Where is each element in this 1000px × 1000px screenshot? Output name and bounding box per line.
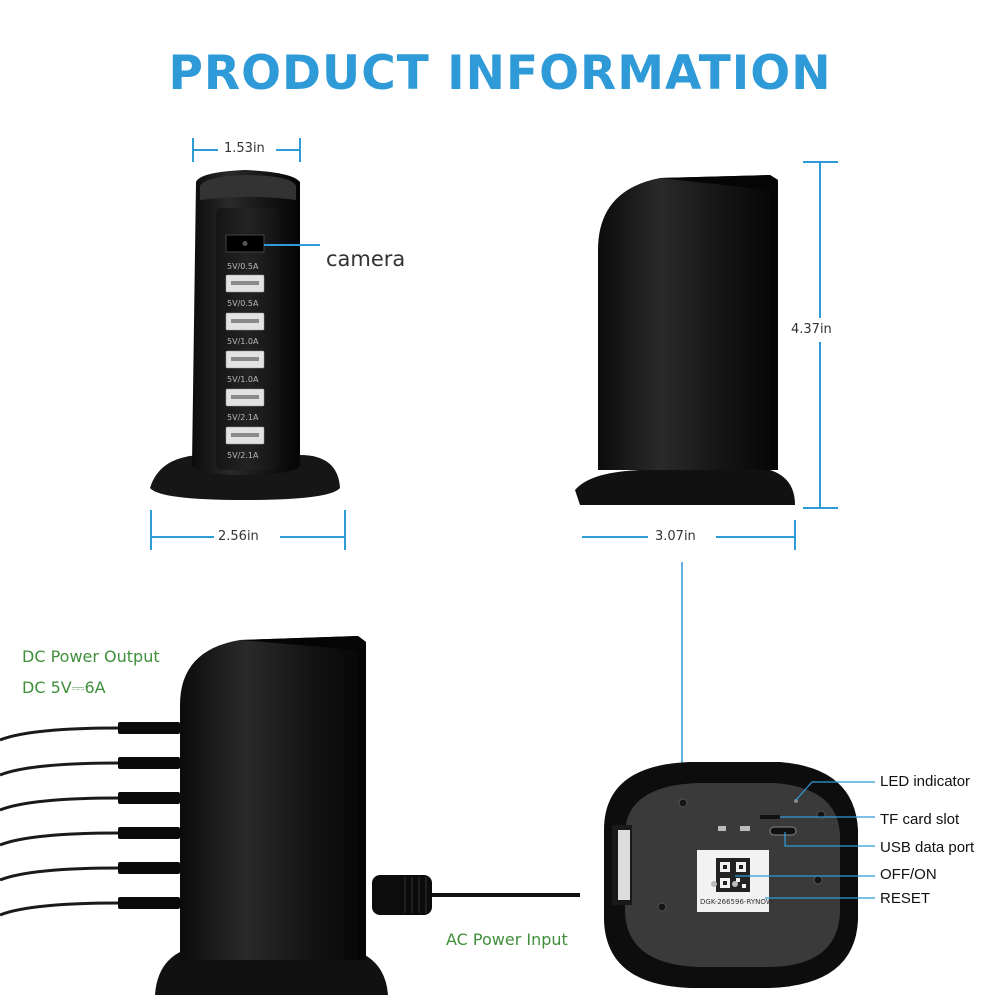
cable-view-device [0,636,580,995]
port-rating-6: 5V/2.1A [227,451,259,460]
port-rating-1: 5V/0.5A [227,262,259,271]
usb-data-port-label: USB data port [880,839,975,856]
off-on-label: OFF/ON [880,866,937,883]
side-view-device [575,175,795,505]
port-rating-4: 5V/1.0A [227,375,259,384]
base-width-label: 2.56in [215,529,262,544]
depth-label: 3.07in [652,529,699,544]
top-width-label: 1.53in [221,141,268,156]
reset-label: RESET [880,890,931,907]
camera-label: camera [326,247,406,271]
tf-card-slot-label: TF card slot [880,811,960,828]
page-title: PRODUCT INFORMATION [168,46,832,101]
height-label: 4.37in [788,322,835,337]
port-rating-3: 5V/1.0A [227,337,259,346]
led-indicator-label: LED indicator [880,773,971,790]
output-spec: DC 5V⎓6A [22,678,106,697]
front-view-device [150,170,340,500]
bottom-view-device [604,762,858,988]
input-label: AC Power Input [446,930,568,949]
output-label: DC Power Output [22,647,160,666]
port-rating-5: 5V/2.1A [227,413,259,422]
qr-code-text: DGK-266596-RYNOW [700,898,773,906]
port-rating-2: 5V/0.5A [227,299,259,308]
